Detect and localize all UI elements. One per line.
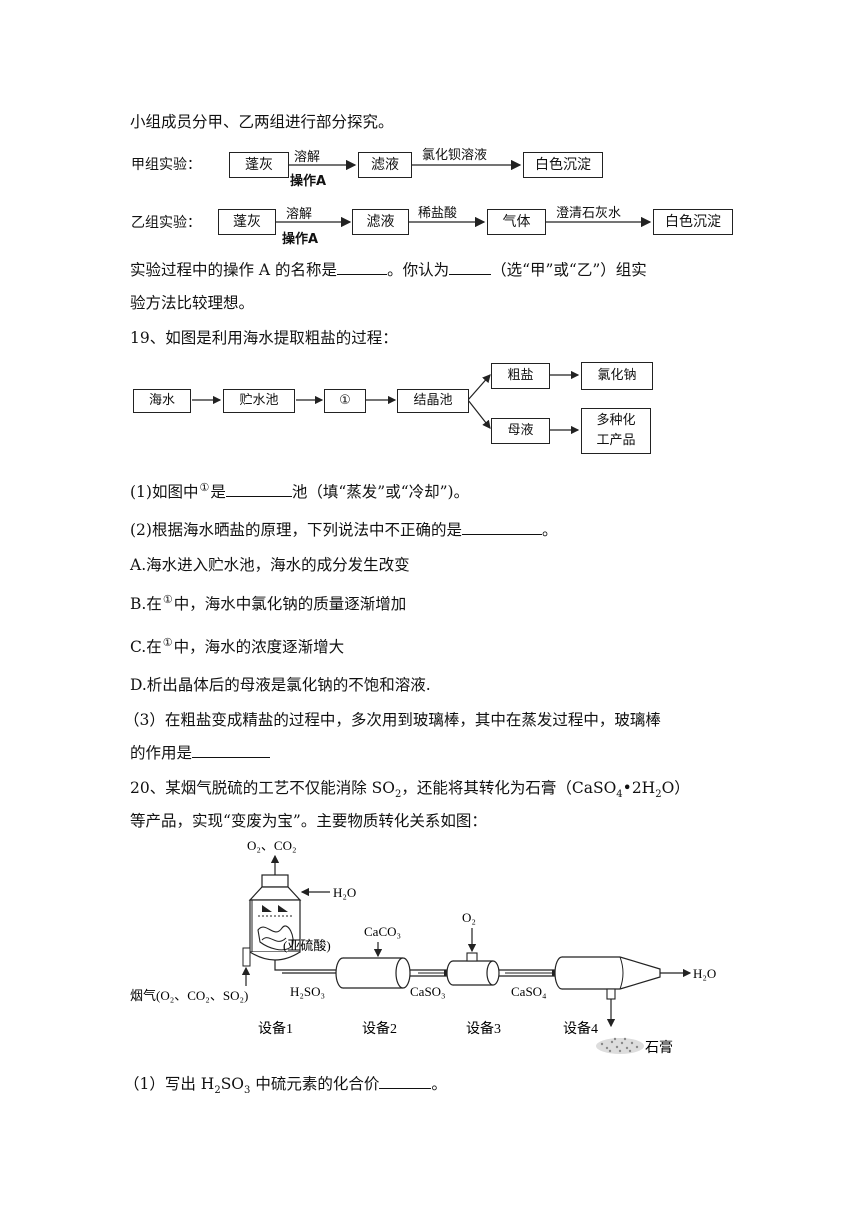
caso3-label: CaSO₃: [410, 984, 446, 999]
device2-cylinder: [395, 957, 411, 989]
q20-part1: （1）写出 H2SO3 中硫元素的化合价。: [124, 1074, 447, 1097]
answer-blank-group[interactable]: [449, 260, 492, 275]
q18-line1: 实验过程中的操作 A 的名称是。你认为（选“甲”或“乙”）组实: [130, 260, 647, 279]
device3-cylinder: [486, 960, 500, 986]
q19-option-b: B.在①中，海水中氯化钠的质量逐渐增加: [130, 593, 407, 613]
flue-gas-label: 烟气(O₂、CO₂、SO₂): [130, 988, 248, 1003]
q20-line1: 20、某烟气脱硫的工艺不仅能消除 SO2，还能将其转化为石膏（CaSO4•2H2…: [130, 779, 690, 801]
q18-line2: 验方法比较理想。: [130, 294, 255, 312]
jia-arrow1-top: 溶解: [294, 150, 321, 165]
q19-part1: (1)如图中①是池（填“蒸发”或“冷却”)。: [130, 481, 470, 501]
jia-arrows: [276, 159, 652, 228]
answer-blank-valence[interactable]: [379, 1074, 432, 1089]
flow-box-reservoir: 贮水池: [223, 389, 295, 413]
flow-box-seawater: 海水: [133, 389, 191, 413]
answer-blank-pool-type[interactable]: [225, 482, 292, 497]
yi-arrow1-bottom: 操作A: [282, 232, 319, 247]
answer-blank-operation-a[interactable]: [337, 260, 388, 275]
flow-box-crude-salt: 粗盐: [491, 363, 550, 389]
device1-label: 设备1: [258, 1020, 293, 1037]
q19-option-c: C.在①中，海水的浓度逐渐增大: [130, 636, 345, 656]
jia-arrow1-bottom: 操作A: [290, 174, 327, 189]
answer-blank-incorrect-option[interactable]: [461, 520, 542, 535]
device4-filter: [619, 956, 661, 990]
top-output-label: O₂、CO₂: [247, 838, 297, 853]
intro-text: 小组成员分甲、乙两组进行部分探究。: [130, 113, 394, 131]
flow-box-crystallizer: 结晶池: [397, 389, 469, 413]
answer-blank-glass-rod[interactable]: [192, 743, 271, 758]
q19-part3-line1: （3）在粗盐变成精盐的过程中，多次用到玻璃棒，其中在蒸发过程中，玻璃棒: [124, 711, 661, 729]
yi-step-1: 蓬灰: [218, 209, 276, 235]
flow-box-nacl: 氯化钠: [581, 362, 653, 390]
jia-arrow2-top: 氯化钡溶液: [422, 148, 488, 163]
yi-arrow1-top: 溶解: [286, 207, 313, 222]
flow-box-circled-1: ①: [324, 389, 366, 413]
jia-step-3: 白色沉淀: [523, 152, 603, 178]
q19-part2: (2)根据海水晒盐的原理，下列说法中不正确的是。: [130, 520, 558, 539]
device3-label: 设备3: [466, 1020, 501, 1037]
flow-box-chem-products: 多种化 工产品: [581, 408, 651, 454]
yi-arrow3-top: 澄清石灰水: [556, 206, 622, 221]
q20-line2: 等产品，实现“变废为宝”。主要物质转化关系如图：: [130, 812, 487, 830]
jia-step-1: 蓬灰: [229, 152, 289, 178]
h2o-outlet-label: H₂O: [693, 966, 716, 981]
device2-label: 设备2: [362, 1020, 397, 1037]
gypsum-pile-icon: [596, 1037, 644, 1054]
yi-step-2: 滤液: [352, 209, 409, 235]
device1-tower: [249, 899, 301, 953]
q19-option-d: D.析出晶体后的母液是氯化钠的不饱和溶液.: [130, 676, 431, 694]
sulfurous-acid-label: (亚硫酸): [283, 938, 331, 953]
q19-title: 19、如图是利用海水提取粗盐的过程：: [130, 329, 398, 347]
device4-label: 设备4: [563, 1020, 598, 1037]
yi-step-4: 白色沉淀: [653, 209, 733, 235]
yi-label: 乙组实验：: [131, 215, 201, 231]
yi-step-3: 气体: [487, 209, 546, 235]
h2so3-label: H₂SO₃: [290, 984, 325, 999]
yi-arrow2-top: 稀盐酸: [418, 206, 458, 221]
flow-box-mother-liquor: 母液: [491, 418, 550, 444]
o2-inlet-label: O₂: [462, 910, 476, 925]
jia-label: 甲组实验：: [131, 157, 201, 173]
caco3-label: CaCO₃: [364, 924, 401, 939]
gypsum-label: 石膏: [645, 1039, 673, 1056]
q19-option-a: A.海水进入贮水池，海水的成分发生改变: [130, 556, 410, 574]
q19-part3-line2: 的作用是: [130, 741, 271, 763]
jia-step-2: 滤液: [358, 152, 412, 178]
h2o-inlet-label: H₂O: [333, 885, 356, 900]
desulfurization-diagram: O₂、CO₂ H₂O (亚硫酸) CaCO₃ O₂ H₂O: [130, 838, 716, 1056]
caso4-label: CaSO₄: [511, 984, 547, 999]
